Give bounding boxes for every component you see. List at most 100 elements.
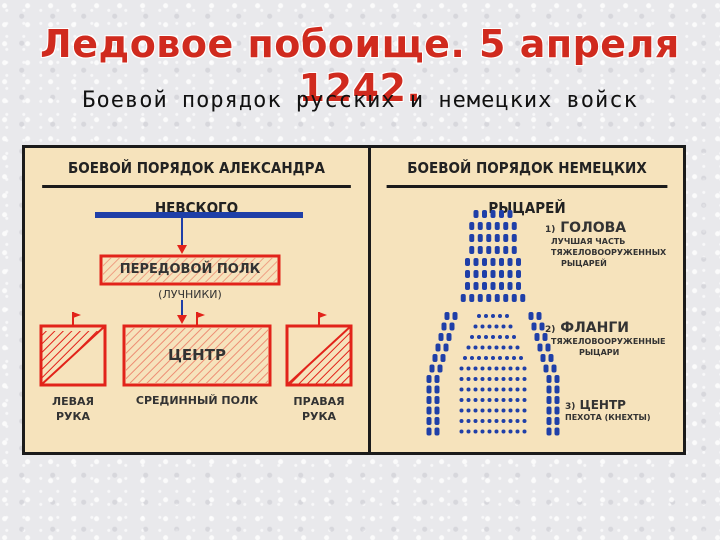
infantry-mark: [473, 408, 478, 413]
knight-mark: [486, 234, 492, 242]
knight-mark: [494, 294, 500, 302]
vanguard-note: (ЛУЧНИКИ): [158, 288, 222, 301]
knight-mark: [490, 282, 496, 290]
knight-mark: [516, 258, 521, 266]
infantry-mark: [466, 398, 471, 402]
infantry-mark: [494, 345, 499, 350]
knight-mark: [543, 364, 549, 373]
knight-mark: [511, 222, 517, 230]
center-caption: СРЕДИННЫЙ ПОЛК: [135, 394, 259, 407]
knight-mark: [494, 246, 500, 254]
infantry-mark: [487, 324, 492, 329]
knight-mark: [426, 406, 432, 415]
knight-mark: [490, 258, 496, 266]
knight-mark: [465, 270, 470, 278]
knight-mark: [499, 282, 504, 290]
infantry-mark: [487, 387, 492, 392]
arrow-head-top: [177, 245, 187, 254]
infantry-mark: [494, 408, 499, 413]
infantry-mark: [522, 419, 527, 423]
knight-mark: [482, 258, 487, 266]
infantry-mark: [466, 429, 471, 434]
knight-mark: [426, 375, 432, 383]
infantry-mark: [473, 387, 478, 392]
infantry-mark: [480, 429, 485, 434]
infantry-mark: [501, 324, 506, 329]
knight-mark: [449, 322, 455, 331]
battle-diagram-panel: БОЕВОЙ ПОРЯДОК АЛЕКСАНДРА НЕВСКОГО БОЕВО…: [22, 145, 686, 455]
infantry-mark: [491, 356, 495, 360]
infantry-mark: [480, 345, 485, 350]
knight-mark: [503, 246, 509, 254]
infantry-mark: [484, 314, 488, 318]
infantry-mark: [515, 387, 520, 392]
knight-mark: [486, 246, 492, 254]
infantry-mark: [508, 345, 513, 350]
knight-mark: [494, 234, 500, 242]
knight-mark: [465, 258, 470, 266]
knight-mark: [473, 258, 479, 266]
infantry-mark: [494, 419, 499, 423]
infantry-mark: [480, 366, 485, 371]
knight-mark: [482, 210, 487, 218]
knight-mark: [534, 333, 540, 341]
infantry-mark: [508, 429, 513, 434]
knight-mark: [546, 417, 552, 425]
knight-mark: [507, 282, 513, 290]
knight-mark: [482, 282, 487, 290]
knight-mark: [554, 427, 560, 436]
german-wedge-formation: [426, 210, 560, 436]
legend-item-center: 3) ЦЕНТР ПЕХОТА (КНЕХТЫ): [565, 398, 651, 423]
knight-mark: [511, 294, 517, 302]
infantry-mark: [522, 387, 527, 392]
infantry-mark: [508, 419, 513, 423]
knight-mark: [434, 406, 440, 415]
knight-mark: [503, 234, 509, 242]
knight-mark: [434, 396, 440, 404]
infantry-mark: [473, 324, 478, 329]
infantry-mark: [515, 398, 520, 402]
knight-mark: [554, 396, 560, 404]
infantry-mark: [480, 398, 485, 402]
infantry-mark: [459, 366, 464, 371]
infantry-mark: [466, 345, 471, 350]
infantry-mark: [480, 408, 485, 413]
infantry-mark: [470, 356, 474, 360]
infantry-mark: [501, 408, 506, 413]
left-flag: [73, 312, 81, 318]
legend-num-1: 1): [545, 225, 556, 235]
knight-mark: [507, 258, 513, 266]
knight-mark: [434, 385, 440, 394]
infantry-mark: [487, 377, 492, 381]
infantry-mark: [480, 324, 485, 329]
legend-desc-1b: ТЯЖЕЛОВООРУЖЕННЫХ: [551, 248, 667, 257]
knight-mark: [503, 294, 509, 302]
arrow-head-center: [177, 315, 187, 324]
knight-mark: [511, 234, 517, 242]
infantry-mark: [522, 398, 527, 402]
infantry-mark: [487, 419, 492, 423]
right-flag: [319, 312, 327, 318]
infantry-mark: [491, 314, 495, 318]
infantry-mark: [522, 366, 527, 371]
knight-mark: [554, 385, 560, 394]
knight-mark: [546, 396, 552, 404]
knight-mark: [494, 222, 500, 230]
infantry-mark: [487, 398, 492, 402]
knight-mark: [539, 322, 545, 331]
knight-mark: [452, 312, 458, 320]
knight-mark: [554, 406, 560, 415]
infantry-mark: [494, 398, 499, 402]
right-wing-diagonal: [286, 325, 352, 386]
knight-mark: [426, 417, 432, 425]
right-wing-label-2: РУКА: [301, 410, 337, 423]
knight-mark: [432, 354, 438, 362]
infantry-mark: [498, 314, 502, 318]
infantry-mark: [512, 356, 516, 360]
infantry-mark: [459, 398, 464, 402]
knight-mark: [499, 258, 504, 266]
infantry-mark: [494, 366, 499, 371]
knight-mark: [554, 375, 560, 383]
infantry-mark: [515, 429, 520, 434]
knight-mark: [490, 210, 496, 218]
